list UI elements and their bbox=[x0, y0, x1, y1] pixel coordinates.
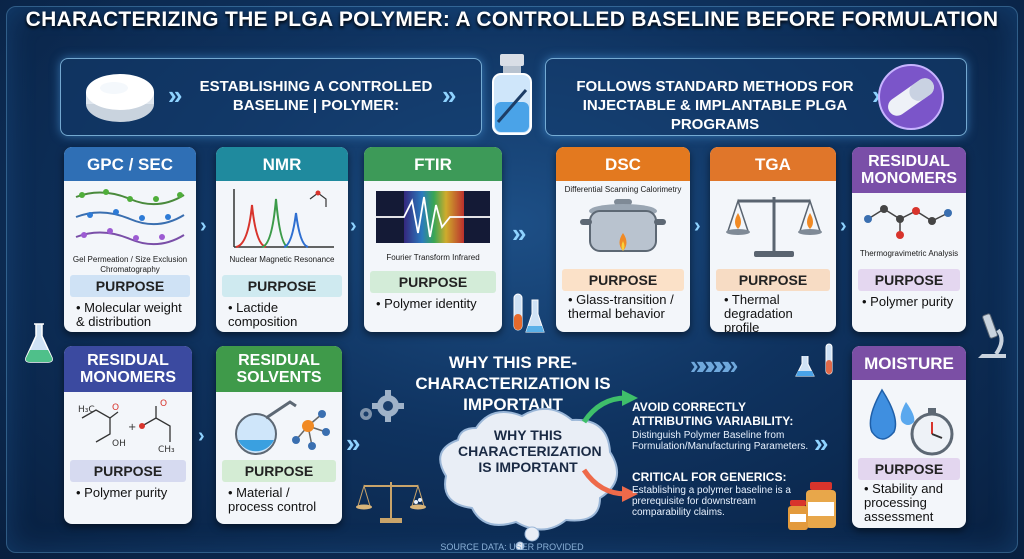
card-dsc-subtitle: Differential Scanning Calorimetry bbox=[564, 185, 682, 194]
card-gpc-subtitle: Gel Permeation / Size Exclusion Chromato… bbox=[72, 255, 188, 274]
card-residual-monomers-top-subtitle: Thermogravimetric Analysis bbox=[859, 249, 959, 258]
card-tga-purpose-label: PURPOSE bbox=[716, 269, 830, 291]
card-nmr-subtitle: Nuclear Magnetic Resonance bbox=[229, 255, 335, 264]
banner-right-text: FOLLOWS STANDARD METHODS FOR INJECTABLE … bbox=[576, 78, 854, 133]
card-residual-solvents-purpose-text: • Material / process control bbox=[228, 485, 317, 514]
point-generics-title: CRITICAL FOR GENERICS: bbox=[632, 470, 787, 484]
card-residual-monomers-top-title: RESIDUAL MONOMERS bbox=[852, 147, 966, 193]
molecule-icon bbox=[864, 205, 952, 239]
svg-text:OH: OH bbox=[112, 439, 126, 449]
card-dsc: DSC Differential Scanning Calorimetry PU… bbox=[556, 147, 690, 332]
point-variability-text: Distinguish Polymer Baseline from Formul… bbox=[632, 430, 809, 452]
flask-icon-left bbox=[25, 323, 53, 363]
card-residual-monomers-bottom-purpose-text: • Polymer purity bbox=[76, 485, 168, 500]
svg-text:CH₃: CH₃ bbox=[158, 445, 175, 454]
page-title: CHARACTERIZING THE PLGA POLYMER: A CONTR… bbox=[25, 8, 999, 31]
banner-chevron-left: » bbox=[168, 80, 183, 110]
outer-frame bbox=[6, 6, 1018, 553]
capsule-icon bbox=[878, 64, 944, 130]
card-dsc-title: DSC bbox=[556, 147, 690, 181]
card-moisture: MOISTURE PURPOSE • Stability and process… bbox=[852, 346, 966, 528]
card-ftir-purpose-text: • Polymer identity bbox=[376, 296, 477, 311]
card-moisture-purpose-label: PURPOSE bbox=[858, 458, 960, 480]
orange-arrow bbox=[581, 468, 638, 502]
calorimeter-pot-icon bbox=[580, 199, 666, 252]
card-residual-monomers-top-purpose-text: • Polymer purity bbox=[862, 294, 954, 309]
scale-icon bbox=[356, 482, 426, 523]
microscope-icon bbox=[978, 313, 1006, 358]
arrow-solvents-why: » bbox=[346, 428, 361, 458]
card-nmr-title: NMR bbox=[216, 147, 348, 181]
banner-chevron-mid: » bbox=[442, 80, 457, 110]
polymer-chain-icon bbox=[75, 189, 185, 246]
card-ftir-subtitle: Fourier Transform Infrared bbox=[386, 253, 480, 262]
card-ftir-title: FTIR bbox=[364, 147, 502, 181]
card-residual-monomers-bottom: RESIDUAL MONOMERS H₃C O OH + O CH₃ PURPO… bbox=[64, 346, 192, 524]
card-gpc-purpose-label: PURPOSE bbox=[70, 275, 190, 297]
source-note: SOURCE DATA: USER PROVIDED bbox=[440, 542, 584, 552]
test-tube-icon bbox=[513, 293, 545, 333]
card-dsc-purpose-label: PURPOSE bbox=[562, 269, 684, 291]
card-moisture-purpose-text: • Stability and processing assessment bbox=[864, 481, 943, 524]
card-nmr-purpose-label: PURPOSE bbox=[222, 275, 342, 297]
card-residual-solvents-title: RESIDUAL SOLVENTS bbox=[216, 346, 342, 392]
medicine-bottles-icon bbox=[788, 482, 836, 530]
banner-left-text: ESTABLISHING A CONTROLLED BASELINE | POL… bbox=[199, 78, 433, 114]
balance-scale-icon bbox=[726, 197, 822, 257]
card-nmr-purpose-text: • Lactide composition bbox=[228, 300, 298, 329]
card-gpc-title: GPC / SEC bbox=[64, 147, 196, 181]
green-arrow bbox=[581, 390, 638, 424]
card-tga: TGA PURPOSE • Thermal degradation profil… bbox=[710, 147, 836, 332]
svg-text:O: O bbox=[160, 399, 167, 409]
point-generics-text: Establishing a polymer baseline is a pre… bbox=[632, 485, 791, 518]
gear-icon bbox=[360, 390, 404, 422]
svg-text:+: + bbox=[128, 422, 136, 433]
arrow-ftir-dsc: » bbox=[512, 218, 527, 248]
card-residual-monomers-bottom-title: RESIDUAL MONOMERS bbox=[64, 346, 192, 392]
card-ftir: FTIR Fourier Transform Infrared PURPOSE … bbox=[364, 147, 502, 332]
card-residual-monomers-top: RESIDUAL MONOMERS Thermogravimetric Anal… bbox=[852, 147, 966, 332]
card-gpc-purpose-text: • Molecular weight & distribution bbox=[76, 300, 182, 329]
vial-icon bbox=[492, 54, 532, 135]
thought-cloud-text: WHY THIS CHARACTERIZATION IS IMPORTANT bbox=[458, 427, 602, 475]
point-variability-title: AVOID CORRECTLY ATTRIBUTING VARIABILITY: bbox=[632, 400, 794, 428]
card-moisture-title: MOISTURE bbox=[852, 346, 966, 380]
card-residual-monomers-bottom-purpose-label: PURPOSE bbox=[70, 460, 186, 482]
ftir-spectrum-icon bbox=[376, 191, 490, 243]
card-tga-title: TGA bbox=[710, 147, 836, 181]
card-nmr: NMR Nuclear Magnetic Resonance PURPOSE •… bbox=[216, 147, 348, 332]
small-lab-icons bbox=[795, 343, 833, 377]
tablet-icon bbox=[86, 74, 154, 122]
monomer-structure-icon: H₃C O OH + O CH₃ bbox=[78, 399, 175, 454]
droplets-timer-icon bbox=[869, 388, 954, 456]
thought-cloud bbox=[439, 408, 619, 550]
why-chevrons: »»»»» bbox=[690, 350, 738, 380]
svg-text:H₃C: H₃C bbox=[78, 405, 95, 415]
card-tga-purpose-text: • Thermal degradation profile bbox=[724, 292, 793, 333]
svg-text:O: O bbox=[112, 403, 119, 413]
retort-flask-icon bbox=[235, 400, 330, 455]
card-residual-solvents: RESIDUAL SOLVENTS PURPOSE • Material / p… bbox=[216, 346, 342, 524]
card-residual-monomers-top-purpose-label: PURPOSE bbox=[858, 269, 960, 291]
card-residual-solvents-purpose-label: PURPOSE bbox=[222, 460, 336, 482]
card-gpc-sec: GPC / SEC Gel Permeation / Size Exclusio… bbox=[64, 147, 196, 332]
card-ftir-purpose-label: PURPOSE bbox=[370, 271, 496, 293]
nmr-spectrum-icon bbox=[233, 189, 334, 248]
arrow-why-moisture: » bbox=[814, 428, 829, 458]
card-dsc-purpose-text: • Glass-transition / thermal behavior bbox=[568, 292, 674, 321]
